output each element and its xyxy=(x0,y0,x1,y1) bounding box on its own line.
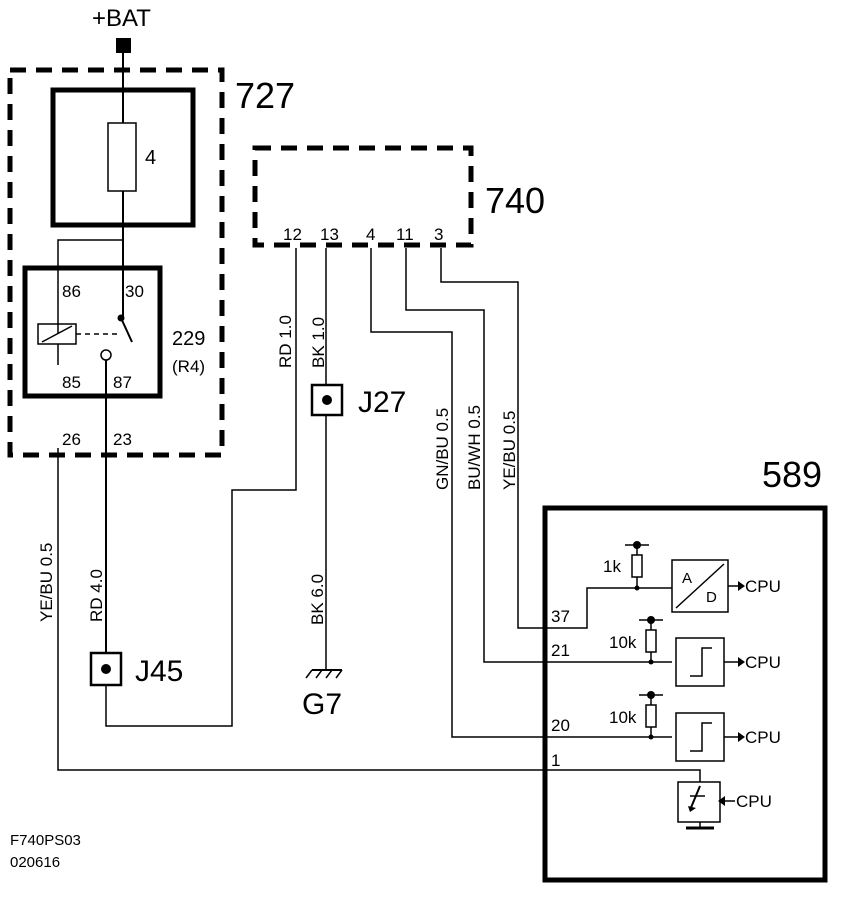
cpu-label-1: CPU xyxy=(745,577,781,596)
cpu-label-2: CPU xyxy=(745,653,781,672)
wire-26-label: YE/BU 0.5 xyxy=(37,543,56,622)
footer-date: 020616 xyxy=(10,854,60,871)
wire-12-label: RD 1.0 xyxy=(276,315,295,368)
relay-229-ref: (R4) xyxy=(172,357,205,376)
pin-740-4: 4 xyxy=(366,225,375,244)
pin-589-1: 1 xyxy=(551,751,560,770)
fuse-4 xyxy=(107,122,137,192)
wire-13-label: BK 1.0 xyxy=(309,317,328,368)
pin-23: 23 xyxy=(113,430,132,449)
j45-label: J45 xyxy=(135,655,183,688)
relay-pin-86: 86 xyxy=(62,282,81,301)
pin-740-12: 12 xyxy=(283,225,302,244)
adc-a: A xyxy=(682,570,692,587)
wire-3 xyxy=(440,248,672,629)
pin-740-3: 3 xyxy=(434,225,443,244)
fuse-label: 4 xyxy=(145,147,156,169)
relay-pin-30: 30 xyxy=(125,282,144,301)
relay-pin-85: 85 xyxy=(62,373,81,392)
wire-26 xyxy=(57,448,701,790)
schmitt-block-2 xyxy=(675,712,725,762)
box-727-label: 727 xyxy=(235,75,295,116)
resistor-10k-2-label: 10k xyxy=(609,708,637,727)
cpu-label-4: CPU xyxy=(736,792,772,811)
relay-229-id: 229 xyxy=(172,328,205,350)
box-589-label: 589 xyxy=(762,454,822,495)
box-740 xyxy=(252,145,474,248)
adc-d: D xyxy=(706,589,717,606)
box-740-label: 740 xyxy=(485,180,545,221)
relay-contact-87 xyxy=(100,349,112,361)
resistor-10k-1-label: 10k xyxy=(609,633,637,652)
wire-3-label: YE/BU 0.5 xyxy=(500,411,519,490)
wire-12 xyxy=(105,248,297,727)
relay-229 xyxy=(22,265,163,399)
wire-23-label: RD 4.0 xyxy=(87,569,106,622)
wire-4-label: GN/BU 0.5 xyxy=(433,408,452,490)
pin-740-13: 13 xyxy=(320,225,339,244)
pin-589-37: 37 xyxy=(551,607,570,626)
bat-label: +BAT xyxy=(92,5,151,32)
box-727 xyxy=(7,67,225,458)
wire-11-label: BU/WH 0.5 xyxy=(465,405,484,490)
j27-label: J27 xyxy=(358,386,406,419)
box-589 xyxy=(542,505,828,883)
resistor-10k-2 xyxy=(645,704,657,728)
pin-589-20: 20 xyxy=(551,716,570,735)
resistor-1k-label: 1k xyxy=(603,557,621,576)
pin-589-21: 21 xyxy=(551,641,570,660)
pin-26: 26 xyxy=(62,430,81,449)
bat-terminal xyxy=(116,38,131,53)
footer-code: F740PS03 xyxy=(10,832,81,849)
wire-4 xyxy=(370,248,672,738)
wire-g7-label: BK 6.0 xyxy=(308,574,327,625)
pin-740-11: 11 xyxy=(396,225,414,244)
cpu-label-3: CPU xyxy=(745,728,781,747)
resistor-1k xyxy=(631,554,643,578)
schmitt-block-1 xyxy=(675,637,725,687)
g7-label: G7 xyxy=(302,688,342,721)
relay-switch-arm xyxy=(120,317,133,343)
relay-pin-87: 87 xyxy=(113,373,132,392)
resistor-10k-1 xyxy=(645,629,657,653)
